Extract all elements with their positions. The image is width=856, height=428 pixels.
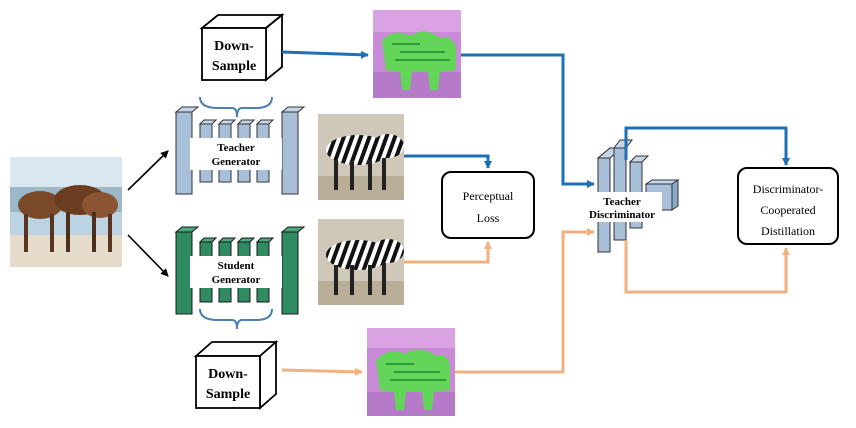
downsample-top-box: Down- Sample: [199, 13, 285, 82]
dcd-line2: Cooperated: [760, 203, 815, 217]
teacher-output-zebra-image: [318, 114, 404, 200]
teacher-brace-icon: [199, 96, 273, 118]
downsample-bottom-line2: Sample: [206, 387, 250, 402]
teacher-generator-block: Teacher Generator: [174, 96, 306, 195]
perceptual-loss-line2: Loss: [477, 211, 500, 225]
top-image-to-discriminator-arrow: [461, 53, 595, 188]
perceptual-loss-line1: Perceptual: [463, 189, 514, 203]
teacher-discriminator-block: Teacher Discriminator: [582, 139, 680, 254]
dcd-line3: Distillation: [761, 224, 815, 238]
student-output-to-loss-arrow: [404, 241, 492, 264]
downsample-top-line1: Down-: [214, 39, 254, 54]
perceptual-loss-box: Perceptual Loss: [441, 171, 535, 239]
bottom-image-to-discriminator-arrow: [455, 228, 595, 374]
input-horse-image: [10, 157, 122, 267]
downsample-bottom-to-image-arrow: [281, 367, 363, 376]
discriminator-to-dcd-orange-arrow: [624, 240, 790, 294]
dcd-line1: Discriminator-: [753, 182, 823, 196]
downsampled-image-bottom: [367, 328, 455, 416]
downsample-bottom-line1: Down-: [208, 367, 248, 382]
downsample-top-to-image-arrow: [281, 50, 369, 59]
dcd-box: Discriminator- Cooperated Distillation: [737, 167, 839, 245]
teacher-output-to-loss-arrow: [404, 154, 492, 169]
input-to-teacher-arrow: [127, 150, 169, 191]
discriminator-to-dcd-blue-arrow: [624, 126, 790, 166]
student-brace-icon: [199, 308, 273, 330]
input-to-student-arrow: [127, 234, 169, 277]
teacher-discriminator-label-line1: Teacher: [603, 196, 641, 208]
student-generator-label-line1: Student: [218, 260, 255, 272]
student-generator-block: Student Generator: [174, 226, 306, 330]
teacher-discriminator-label-line2: Discriminator: [589, 209, 655, 221]
downsample-bottom-box: Down- Sample: [193, 340, 279, 410]
teacher-generator-label-line2: Generator: [212, 156, 261, 168]
student-output-zebra-image: [318, 219, 404, 305]
downsampled-image-top: [373, 10, 461, 98]
teacher-generator-label-line1: Teacher: [217, 142, 255, 154]
student-generator-label-line2: Generator: [212, 274, 261, 286]
downsample-top-line2: Sample: [212, 59, 256, 74]
